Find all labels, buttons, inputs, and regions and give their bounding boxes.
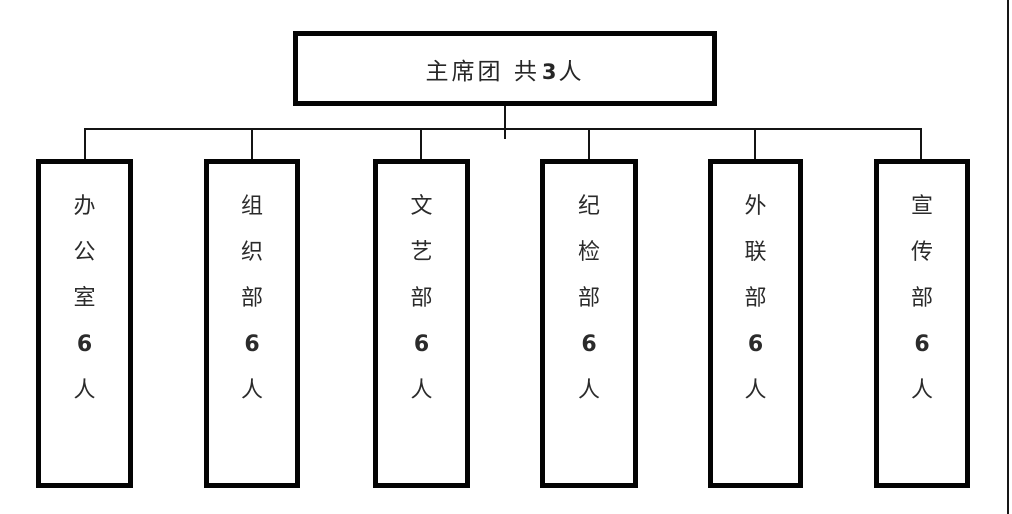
connector-drop-arts bbox=[420, 130, 422, 159]
root-node-label: 主席团 共3人 bbox=[426, 52, 585, 86]
dept-name-char: 办 bbox=[73, 194, 96, 219]
dept-unit: 人 bbox=[744, 378, 767, 403]
dept-name-char: 部 bbox=[744, 286, 767, 311]
dept-count: 6 bbox=[581, 332, 597, 357]
dept-name-char: 联 bbox=[744, 240, 767, 265]
dept-name-char: 纪 bbox=[577, 194, 600, 219]
root-label-text: 主席团 共 bbox=[425, 58, 540, 85]
dept-node-organization: 组 织 部 6 人 bbox=[204, 159, 300, 488]
root-node-presidium: 主席团 共3人 bbox=[293, 31, 717, 106]
root-count: 3 bbox=[541, 59, 557, 84]
connector-drop-organization bbox=[251, 130, 253, 159]
dept-name-char: 检 bbox=[577, 240, 600, 265]
dept-node-arts: 文 艺 部 6 人 bbox=[373, 159, 470, 488]
dept-name-char: 织 bbox=[240, 240, 263, 265]
dept-name-char: 文 bbox=[410, 194, 433, 219]
dept-unit: 人 bbox=[73, 378, 96, 403]
root-unit: 人 bbox=[558, 58, 585, 85]
dept-node-office: 办 公 室 6 人 bbox=[36, 159, 133, 488]
dept-name-char: 宣 bbox=[910, 194, 933, 219]
dept-unit: 人 bbox=[240, 378, 263, 403]
connector-drop-publicity bbox=[920, 130, 922, 159]
dept-count: 6 bbox=[914, 332, 930, 357]
dept-name-char: 组 bbox=[240, 194, 263, 219]
connector-drop-discipline bbox=[588, 130, 590, 159]
connector-center-stub bbox=[504, 130, 506, 139]
dept-unit: 人 bbox=[910, 378, 933, 403]
dept-unit: 人 bbox=[410, 378, 433, 403]
connector-root-stem bbox=[504, 106, 506, 129]
dept-count: 6 bbox=[76, 332, 93, 357]
dept-name-char: 外 bbox=[744, 194, 767, 219]
right-edge-line bbox=[1007, 0, 1009, 514]
dept-name-char: 公 bbox=[73, 240, 96, 265]
connector-horizontal-bar bbox=[84, 128, 922, 130]
dept-node-external: 外 联 部 6 人 bbox=[708, 159, 803, 488]
connector-drop-external bbox=[754, 130, 756, 159]
dept-name-char: 部 bbox=[410, 286, 433, 311]
dept-count: 6 bbox=[413, 332, 430, 357]
dept-name-char: 室 bbox=[73, 286, 96, 311]
dept-name-char: 部 bbox=[240, 286, 263, 311]
dept-name-char: 艺 bbox=[410, 240, 433, 265]
dept-name-char: 部 bbox=[910, 286, 933, 311]
dept-count: 6 bbox=[244, 332, 260, 357]
dept-node-discipline: 纪 检 部 6 人 bbox=[540, 159, 638, 488]
dept-name-char: 部 bbox=[577, 286, 600, 311]
connector-drop-office bbox=[84, 130, 86, 159]
dept-count: 6 bbox=[747, 332, 764, 357]
dept-name-char: 传 bbox=[910, 240, 933, 265]
dept-unit: 人 bbox=[577, 378, 600, 403]
dept-node-publicity: 宣 传 部 6 人 bbox=[874, 159, 970, 488]
